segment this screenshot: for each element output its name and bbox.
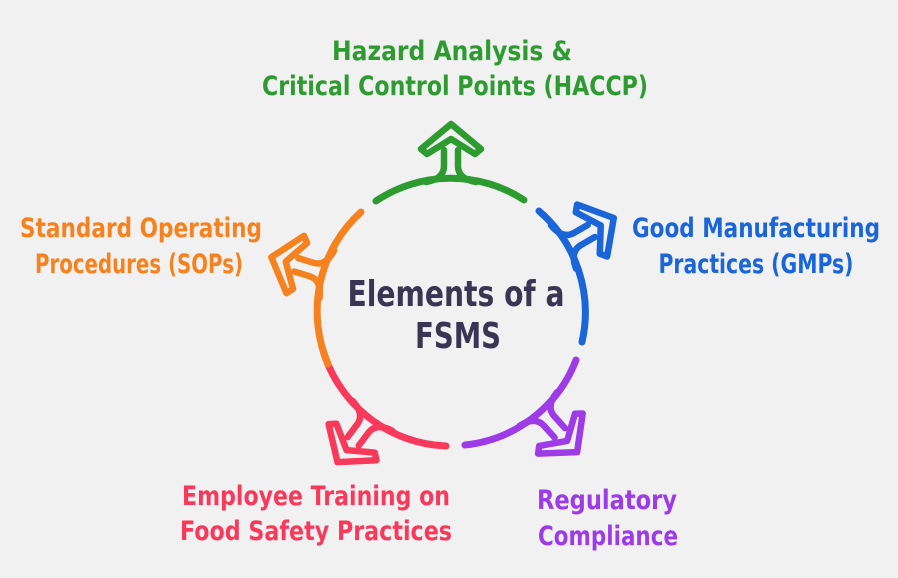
arrowhead-icon bbox=[417, 120, 485, 158]
arrow-stem-left bbox=[422, 146, 448, 186]
arrow-stem-left bbox=[290, 268, 324, 302]
node-label-gmps-line1: Good Manufacturing bbox=[632, 213, 880, 244]
node-label-sops-line2: Procedures (SOPs) bbox=[35, 249, 243, 280]
node-label-haccp-line1: Hazard Analysis & bbox=[332, 36, 572, 67]
node-label-training-line1: Employee Training on bbox=[182, 481, 450, 512]
node-label-regulatory-line1: Regulatory bbox=[537, 485, 677, 516]
node-label-training-line2: Food Safety Practices bbox=[180, 516, 452, 547]
node-label-haccp-line2: Critical Control Points (HACCP) bbox=[262, 71, 648, 102]
arc-segment-haccp bbox=[372, 174, 528, 205]
arrowhead-icon bbox=[325, 420, 380, 466]
arrow-icon-gmps bbox=[547, 201, 618, 272]
arrow-icon-haccp bbox=[417, 120, 485, 186]
arrowhead-icon bbox=[572, 201, 618, 260]
arrow-stem-left bbox=[547, 389, 569, 432]
arrow-stem-right bbox=[570, 233, 598, 272]
arc-segment-regulatory bbox=[461, 356, 580, 449]
arrow-stem-left bbox=[355, 423, 396, 449]
arrow-icon-sops bbox=[268, 232, 338, 302]
node-label-gmps-line2: Practices (GMPs) bbox=[659, 249, 854, 280]
arrow-stem-right bbox=[295, 247, 338, 267]
node-label-sops-line1: Standard Operating bbox=[20, 213, 262, 244]
diagram-title-line2: FSMS bbox=[415, 316, 501, 357]
node-label-regulatory-line2: Compliance bbox=[538, 521, 678, 552]
diagram-title-line1: Elements of a bbox=[348, 274, 565, 315]
arrow-stem-left bbox=[547, 221, 591, 239]
arrow-stem-right bbox=[344, 397, 364, 441]
arc-segment-training bbox=[318, 343, 450, 450]
arrow-icon-regulatory bbox=[516, 389, 586, 457]
arrow-stem-right bbox=[516, 417, 558, 441]
arrowhead-icon bbox=[268, 232, 311, 297]
arrow-stem-right bbox=[454, 146, 480, 186]
arrowhead-icon bbox=[534, 410, 586, 457]
arrow-icon-training bbox=[325, 397, 396, 466]
